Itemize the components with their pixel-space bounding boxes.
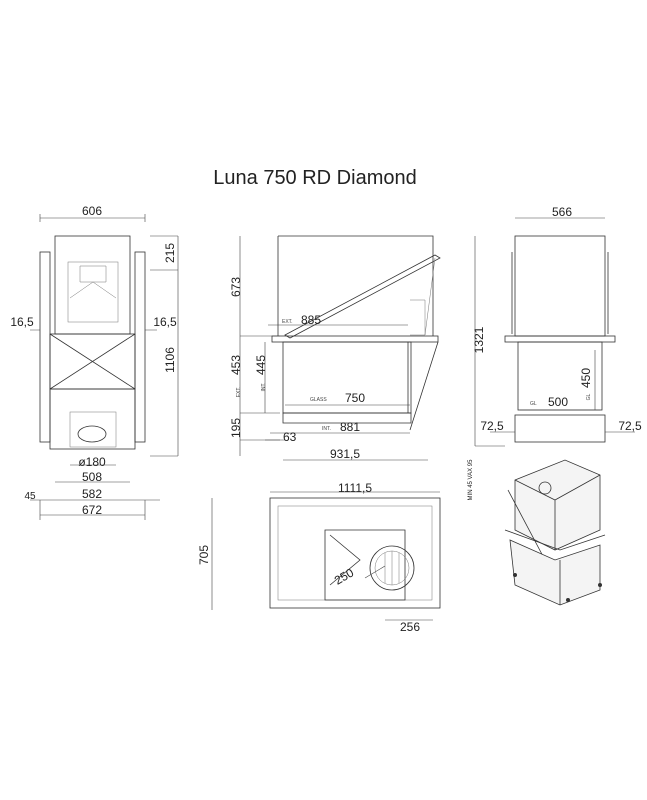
dim-1106: 1106 <box>163 347 177 373</box>
dim-885: 885 <box>301 313 321 327</box>
side-view <box>239 235 441 461</box>
top-view <box>211 491 441 621</box>
min-max-note: MIN 45 VAX 95 <box>468 459 474 501</box>
dim-606: 606 <box>82 204 102 218</box>
label-glass: GLASS <box>310 397 327 403</box>
dim-45: 45 <box>24 491 36 502</box>
dim-1111-5: 1111,5 <box>338 481 372 495</box>
label-ext-885: EXT. <box>282 319 293 325</box>
dim-705: 705 <box>197 545 211 565</box>
front-view <box>30 214 179 520</box>
dim-72-5-left: 72,5 <box>480 419 504 433</box>
dim-445: 445 <box>254 355 268 375</box>
label-int-881: INT. <box>322 426 331 432</box>
dim-453: 453 <box>229 355 243 375</box>
dim-1321: 1321 <box>472 326 486 353</box>
dim-508: 508 <box>82 470 102 484</box>
label-gl-450: GL <box>586 393 592 400</box>
drawing-title: Luna 750 RD Diamond <box>213 167 416 189</box>
dim-256: 256 <box>400 620 420 634</box>
dim-195: 195 <box>229 418 243 438</box>
dim-63: 63 <box>283 430 297 444</box>
dim-672: 672 <box>82 503 102 517</box>
dim-215: 215 <box>163 243 177 263</box>
label-gl-500: GL <box>530 401 537 407</box>
isometric-view <box>504 459 606 606</box>
dim-500: 500 <box>548 395 568 409</box>
dim-881: 881 <box>340 420 360 434</box>
dim-450: 450 <box>579 368 593 388</box>
right-view <box>474 217 635 447</box>
label-ext-453: EXT. <box>236 387 242 398</box>
dim-673: 673 <box>229 277 243 297</box>
dim-flue-180: ø180 <box>78 455 106 469</box>
dim-931-5: 931,5 <box>330 447 360 461</box>
dim-16-5-left: 16,5 <box>10 315 34 329</box>
dim-566: 566 <box>552 205 572 219</box>
dim-72-5-right: 72,5 <box>618 419 642 433</box>
dim-582: 582 <box>82 487 102 501</box>
dim-flue-250: 250 <box>332 565 357 587</box>
dim-16-5-right: 16,5 <box>153 315 177 329</box>
label-int-445: INT. <box>261 383 267 392</box>
dim-750: 750 <box>345 391 365 405</box>
